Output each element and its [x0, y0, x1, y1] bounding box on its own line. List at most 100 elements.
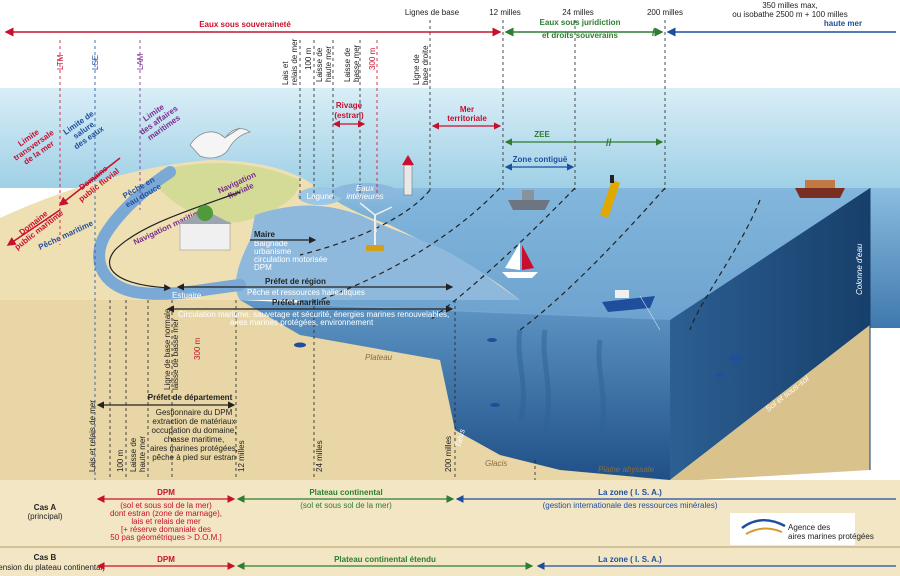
agency-logo-icon	[741, 519, 786, 535]
seabed-side	[670, 325, 870, 480]
case-a-dpm-4: [+ réserve domaniale des	[121, 525, 211, 534]
zone-contigue-label: Zone contiguë	[513, 155, 568, 164]
case-b-plateau: Plateau continental étendu	[334, 555, 436, 564]
region-1: Pêche et ressources halieutiques	[247, 288, 365, 297]
village-icon	[178, 205, 232, 251]
bottom-100m: 100 m	[116, 449, 125, 472]
dept-1: Gestionnaire du DPM	[156, 408, 233, 417]
seabed-profile	[0, 300, 670, 480]
bottom-12-milles: 12 milles	[237, 440, 246, 472]
dept-3: occupation du domaine,	[152, 426, 237, 435]
laisse-haute-top-1: Laisse de	[315, 47, 324, 82]
domaine-maritime-arrow	[6, 209, 61, 246]
seagull-icon	[189, 127, 251, 159]
case-a-dpm-3: lais et relais de mer	[131, 517, 201, 526]
fish-icons	[294, 338, 743, 407]
lighthouse-icon	[402, 155, 414, 196]
case-b-title: Cas B	[34, 553, 57, 562]
dept-5: aires marines protégées,	[150, 444, 238, 453]
juridiction-label-2: et droits souverains	[542, 31, 619, 40]
lignes-de-base-label: Lignes de base	[405, 8, 460, 17]
m300-top-label: 300 m	[368, 47, 377, 70]
case-a-title: Cas A	[34, 503, 57, 512]
region-title: Préfet de région	[265, 277, 326, 286]
glacis-label: Glacis	[485, 459, 507, 468]
case-b-dpm: DPM	[157, 555, 175, 564]
bottom-ligne-normale-1: Ligne de base normale	[163, 308, 172, 390]
maire-4: DPM	[254, 263, 272, 272]
laisse-basse-top-2: basse mer	[352, 44, 361, 82]
inner-waters-shape	[333, 183, 397, 201]
juridiction-break: //	[652, 28, 658, 39]
top-24-milles: 24 milles	[562, 8, 594, 17]
ligne-droite-top-1: Ligne de	[412, 54, 421, 85]
buoy-icon	[600, 175, 620, 218]
logo-line-2: aires marines protégées	[788, 532, 874, 541]
zee-break: //	[606, 138, 612, 149]
bottom-laisse-haute-2: haute mer	[138, 436, 147, 472]
logo-line-1: Agence des	[788, 523, 830, 532]
cargo-ship-icon	[795, 180, 845, 198]
sailboat-icon	[502, 243, 538, 278]
dept-title: Préfet de département	[148, 393, 233, 402]
dept-4: chasse maritime,	[164, 435, 224, 444]
estuaire-label: Estuaire	[172, 291, 202, 300]
maritime-title: Préfet maritime	[272, 298, 331, 307]
colonne-eau-label: Colonne d'eau	[855, 243, 864, 295]
laisse-haute-top-2: haute mer	[324, 46, 333, 82]
haute-mer-label: haute mer	[824, 19, 862, 28]
bottom-lais-relais: Lais et relais de mer	[88, 400, 97, 472]
dept-2: extraction de matériaux	[152, 417, 235, 426]
warship-icon	[508, 190, 550, 210]
max-350-label-2: ou isobathe 2500 m + 100 milles	[732, 10, 847, 19]
maire-2: urbanisme	[254, 247, 292, 256]
maritime-2: aires marines protégées, environnement	[230, 318, 374, 327]
bottom-24-milles: 24 milles	[315, 440, 324, 472]
zee-label: ZEE	[534, 130, 550, 139]
lagoon-shape	[298, 187, 342, 205]
lais-relais-label-2: relais de mer	[290, 38, 299, 85]
case-b-zone: La zone ( I. S. A.)	[598, 555, 662, 564]
mer-territoriale-2: territoriale	[447, 114, 487, 123]
eaux-interieures-1: Eaux	[356, 184, 375, 193]
case-a-sub: (principal)	[27, 512, 62, 521]
bottom-laisse-haute-1: Laisse de	[129, 437, 138, 472]
ligne-droite-top-2: base droite	[421, 45, 430, 85]
bottom-200-milles: 200 milles	[444, 436, 453, 472]
dept-6: pêche à pied sur estran	[152, 453, 236, 462]
case-a-zone: La zone ( I. S. A.)	[598, 488, 662, 497]
case-a-dpm-2: dont estran (zone de marnage),	[110, 509, 222, 518]
maire-1: Baignade	[254, 239, 288, 248]
river	[93, 166, 246, 300]
rivage-label-2: (estran)	[334, 111, 364, 120]
top-200-milles: 200 milles	[647, 8, 683, 17]
souverainete-label: Eaux sous souveraineté	[199, 20, 291, 29]
fishing-boat-icon	[602, 290, 661, 331]
wind-turbine-icon	[359, 202, 393, 251]
m100-top-label: 100 m	[304, 47, 313, 70]
maire-3: circulation motorisée	[254, 255, 328, 264]
case-a-plateau-sub: (sol et sous sol de la mer)	[300, 501, 392, 510]
water-column-side	[670, 188, 870, 480]
navigation-route	[109, 191, 241, 292]
coastal-water	[235, 205, 521, 300]
bottom-300m: 300 m	[193, 337, 202, 360]
bottom-ligne-normale-2: laisse de basse mer	[171, 319, 180, 390]
plateau-label: Plateau	[365, 353, 393, 362]
rivage-label-1: Rivage	[336, 101, 363, 110]
mer-territoriale-1: Mer	[460, 105, 474, 114]
logo-box	[730, 513, 855, 545]
lam-label: LAM	[136, 53, 145, 70]
lagune-label: Lagune	[307, 192, 334, 201]
maritime-1: Circulation maritime, sauvetage et sécur…	[178, 310, 449, 319]
plaine-abyssale-label: Plaine abyssale	[598, 465, 655, 474]
case-a-dpm: DPM	[157, 488, 175, 497]
lse-label: LSE	[91, 55, 100, 70]
zone-boundaries	[299, 187, 761, 331]
domaine-fluvial-arrow	[58, 157, 121, 206]
case-a-plateau: Plateau continental	[309, 488, 382, 497]
maire-title: Maire	[254, 230, 275, 239]
laisse-basse-top-1: Laisse de	[343, 47, 352, 82]
